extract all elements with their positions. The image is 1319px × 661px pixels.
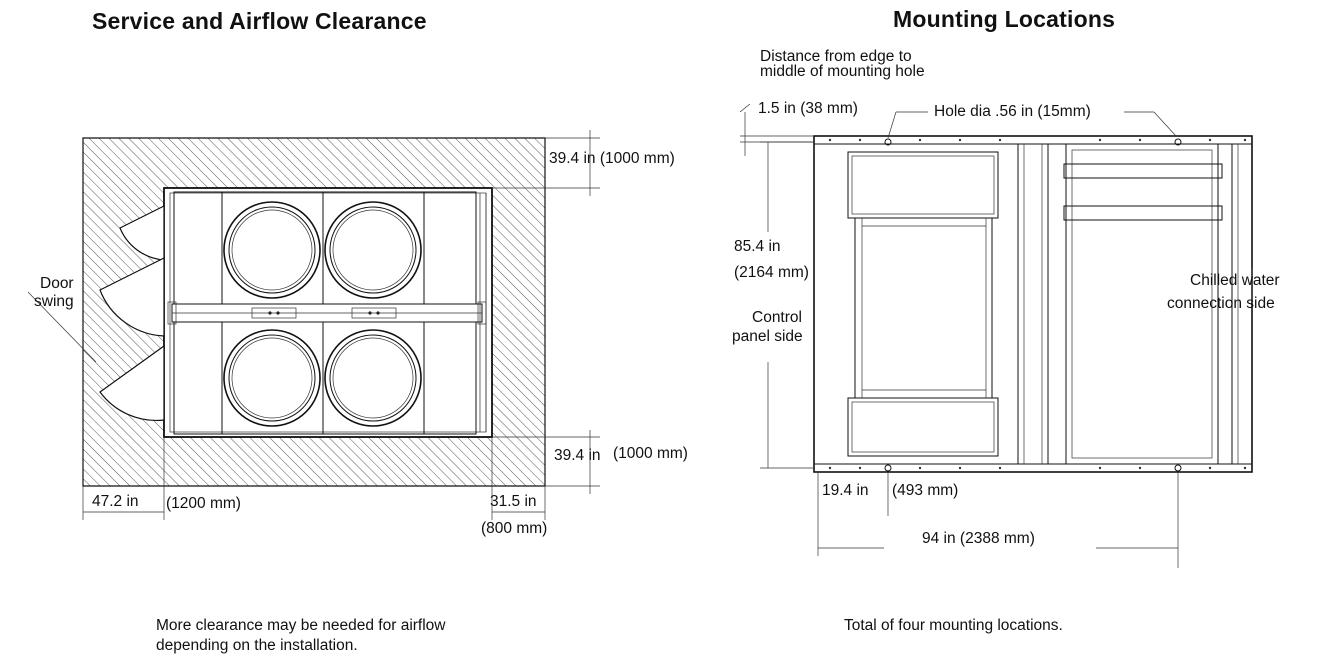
clearance-plan-view	[27, 130, 600, 520]
hole-diameter-label: Hole dia .56 in (15mm)	[934, 103, 1091, 120]
chilled-water-label-2: connection side	[1167, 295, 1275, 312]
fan-bottom-left	[223, 329, 321, 427]
clearance-caption-line-2: depending on the installation.	[156, 637, 358, 654]
width-label: 94 in (2388 mm)	[922, 530, 1035, 547]
fan-bottom-right	[324, 329, 422, 427]
offset-mm-label: (493 mm)	[892, 482, 959, 499]
cooling-unit-top-view	[163, 187, 493, 438]
clearance-dimension-lines	[82, 130, 600, 520]
right-clearance-mm-label: (800 mm)	[481, 520, 548, 537]
edge-distance-note-1: Distance from edge to	[760, 48, 912, 65]
top-clearance-label: 39.4 in (1000 mm)	[549, 150, 675, 167]
right-clearance-in-label: 31.5 in	[490, 493, 537, 510]
mounting-hole-top-left	[884, 138, 892, 146]
offset-in-label: 19.4 in	[822, 482, 869, 499]
left-clearance-mm-label: (1200 mm)	[166, 495, 241, 512]
mounting-locations-title: Mounting Locations	[893, 6, 1116, 32]
control-panel-label-2: panel side	[732, 328, 803, 345]
clearance-caption-line-1: More clearance may be needed for airflow	[156, 617, 446, 634]
door-swing-arcs	[27, 205, 165, 422]
mounting-caption: Total of four mounting locations.	[844, 617, 1063, 634]
mounting-plan-view	[739, 103, 1253, 568]
control-panel-label-1: Control	[752, 309, 802, 326]
chilled-water-label-1: Chilled water	[1190, 272, 1280, 289]
left-clearance-in-label: 47.2 in	[92, 493, 139, 510]
bottom-clearance-mm-label: (1000 mm)	[613, 445, 688, 462]
height-mm-label: (2164 mm)	[734, 264, 809, 281]
fan-top-right	[324, 201, 422, 299]
edge-distance-label: 1.5 in (38 mm)	[758, 100, 858, 117]
unit-frame	[813, 135, 1253, 473]
bottom-clearance-in-label: 39.4 in	[554, 447, 601, 464]
door-swing-label-1: Door	[40, 275, 74, 292]
mounting-hole-top-right	[1174, 138, 1182, 146]
mounting-hole-bottom-right	[1174, 464, 1182, 472]
door-swing-label-2: swing	[34, 293, 74, 310]
service-clearance-title: Service and Airflow Clearance	[92, 8, 427, 34]
edge-distance-note-2: middle of mounting hole	[760, 63, 925, 80]
mounting-dimension-lines	[739, 103, 1253, 568]
fan-top-left	[223, 201, 321, 299]
mounting-hole-bottom-left	[884, 464, 892, 472]
height-in-label: 85.4 in	[734, 238, 781, 255]
